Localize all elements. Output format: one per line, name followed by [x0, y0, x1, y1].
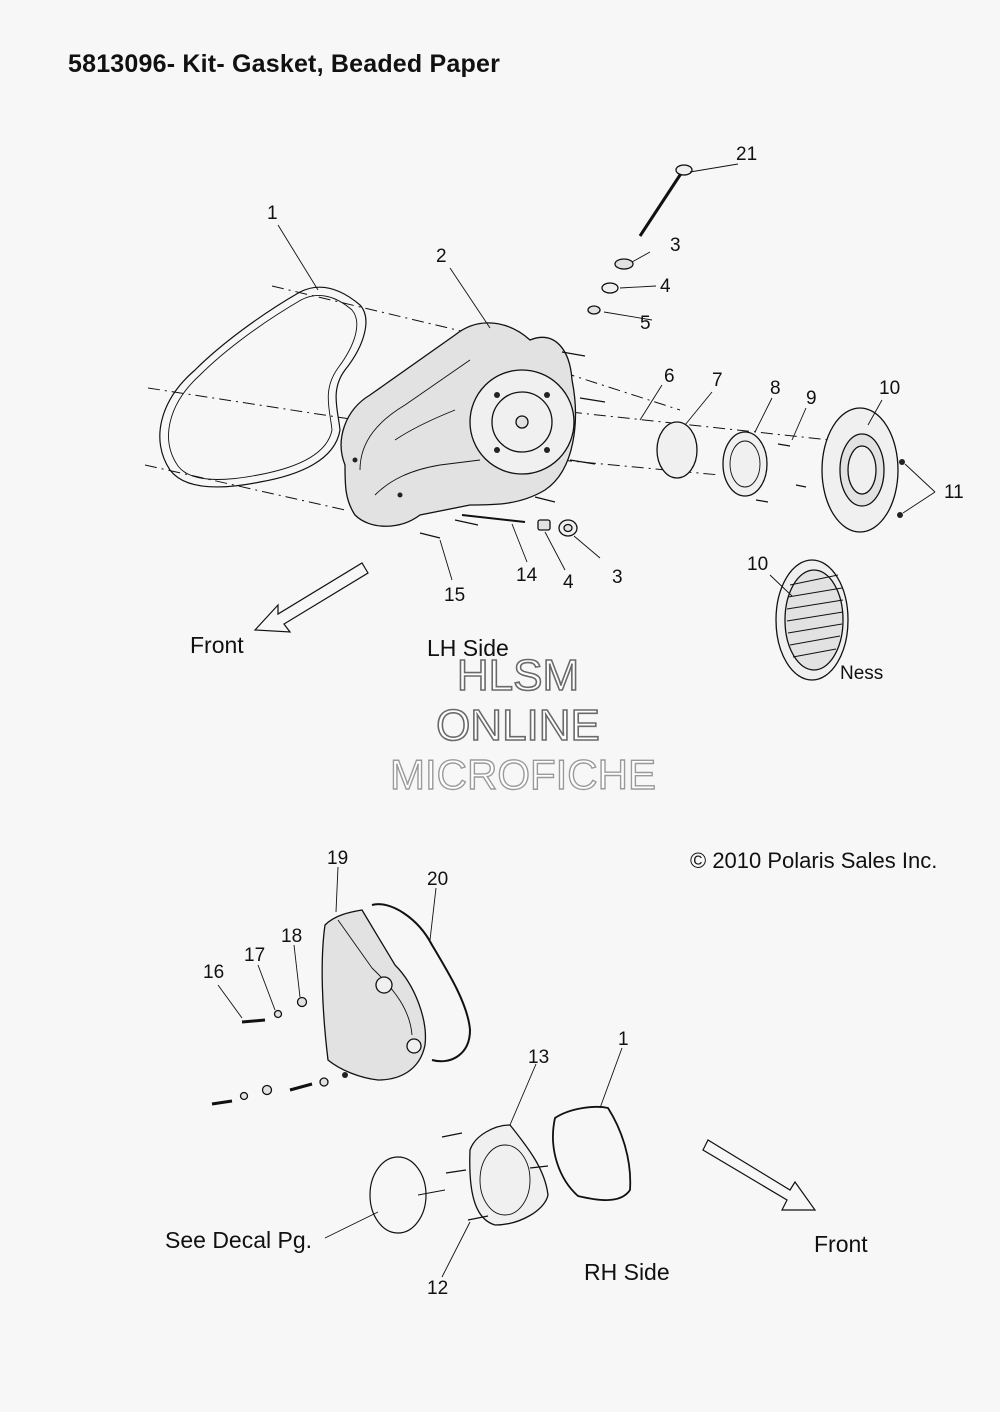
lower-seal-parts	[461, 514, 578, 537]
front-label-top: Front	[190, 632, 244, 658]
gasket-rh	[552, 1105, 632, 1202]
callout-7: 7	[712, 370, 723, 391]
watermark-line1: HLSM	[457, 651, 579, 700]
watermark-line3: MICROFICHE	[390, 751, 656, 798]
watermark-line2: ONLINE	[436, 701, 600, 750]
ness-cover	[775, 559, 849, 681]
cam-gasket	[371, 903, 472, 1063]
copyright-notice: © 2010 Polaris Sales Inc.	[690, 848, 937, 873]
derby-screws	[897, 459, 905, 518]
callout-1b: 1	[618, 1029, 629, 1050]
callout-3: 3	[670, 235, 681, 256]
callout-6: 6	[664, 366, 675, 387]
derby-cover-parts	[656, 421, 807, 503]
callout-1: 1	[267, 203, 278, 224]
callout-10b: 10	[747, 554, 768, 575]
callout-19: 19	[327, 848, 348, 869]
primary-cover-lh	[340, 322, 577, 527]
cam-cover-rh	[321, 909, 427, 1081]
callout-8: 8	[770, 378, 781, 399]
callout-9: 9	[806, 388, 817, 409]
see-decal-label: See Decal Pg.	[165, 1227, 312, 1253]
callout-4b: 4	[563, 572, 574, 593]
callout-14: 14	[516, 565, 538, 586]
callout-15: 15	[444, 585, 465, 606]
decal-disc	[369, 1156, 427, 1234]
callout-5: 5	[640, 313, 651, 334]
rh-side-label: RH Side	[584, 1259, 670, 1285]
callout-3b: 3	[612, 567, 623, 588]
callout-4: 4	[660, 276, 671, 297]
front-arrow-icon-bottom	[702, 1139, 817, 1211]
callout-17: 17	[244, 945, 265, 966]
callout-16: 16	[203, 962, 224, 983]
cover-screws	[419, 351, 606, 539]
lh-side-label: LH Side	[427, 635, 509, 661]
ness-label: Ness	[840, 663, 883, 684]
callout-11: 11	[944, 482, 964, 503]
callout-21: 21	[736, 144, 757, 165]
callout-18: 18	[281, 926, 302, 947]
callout-2: 2	[436, 246, 447, 267]
front-arrow-icon-top	[253, 562, 369, 633]
derby-cover-gear	[821, 407, 899, 533]
callouts-bottom: 19 20 18 17 16 13 1 12	[203, 848, 629, 1299]
front-label-bottom: Front	[814, 1231, 868, 1257]
shift-shaft-parts	[587, 164, 693, 321]
page-title: 5813096- Kit- Gasket, Beaded Paper	[68, 50, 501, 78]
ignition-plate	[441, 1124, 549, 1226]
leader-lines-top	[277, 163, 936, 597]
callout-12: 12	[427, 1278, 448, 1299]
cam-cover-screws	[211, 996, 329, 1106]
callout-10: 10	[879, 378, 900, 399]
leader-lines-bottom	[217, 866, 623, 1278]
watermark: HLSM ONLINE MICROFICHE	[389, 650, 656, 799]
callout-13: 13	[528, 1047, 549, 1068]
callouts-top: 21 3 4 5 6 7 8 9 10 11 1 2 14 4 3 15 10	[267, 144, 964, 606]
gasket-lh	[159, 286, 367, 488]
callout-20: 20	[427, 869, 448, 890]
